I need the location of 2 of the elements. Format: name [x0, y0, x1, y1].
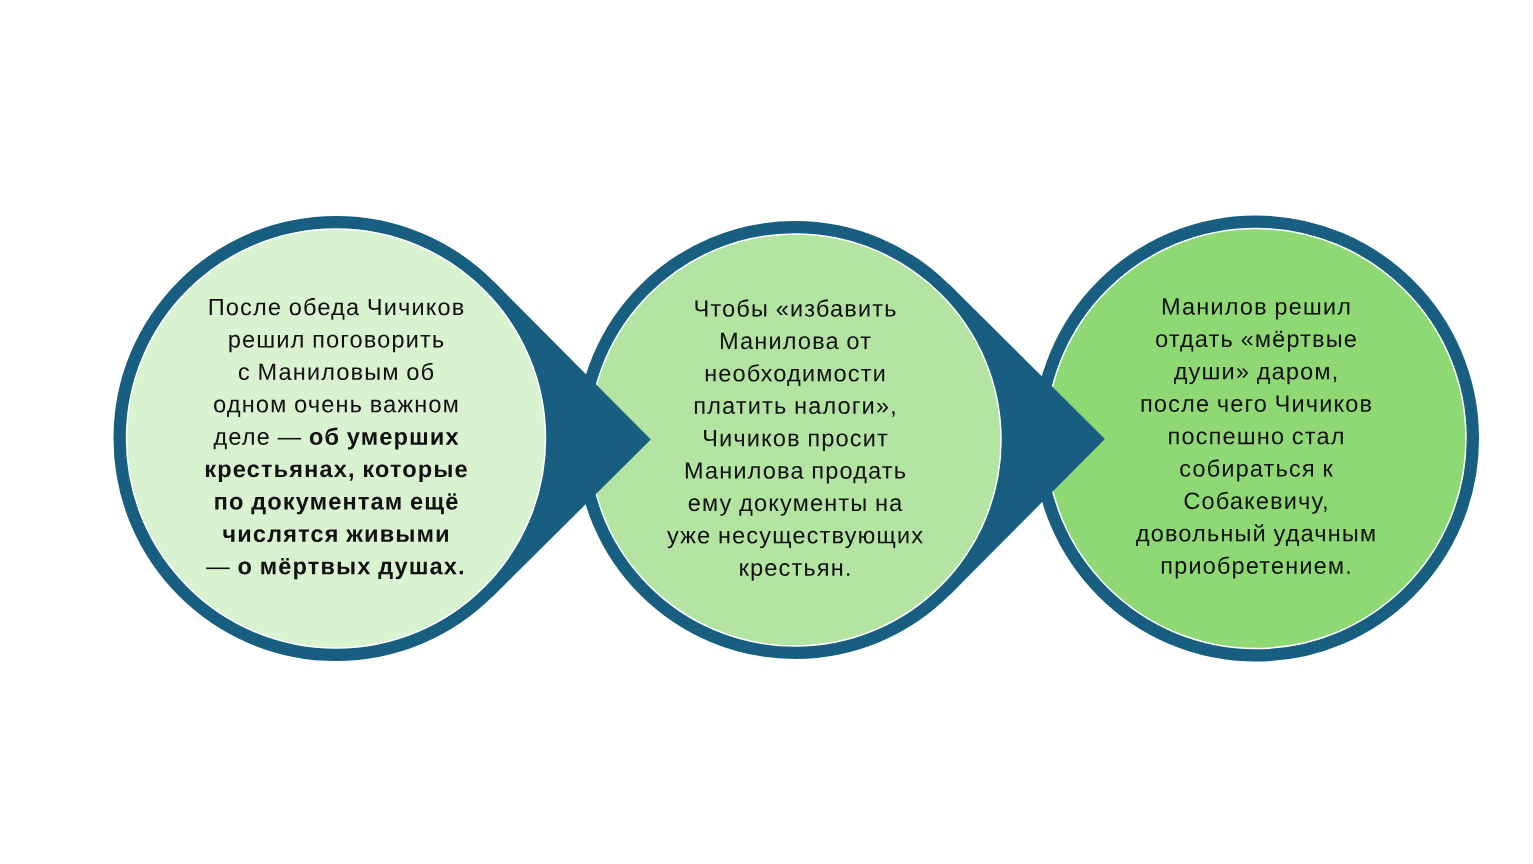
arrow-wedge — [948, 284, 1105, 595]
arrow-wedge — [491, 281, 651, 597]
